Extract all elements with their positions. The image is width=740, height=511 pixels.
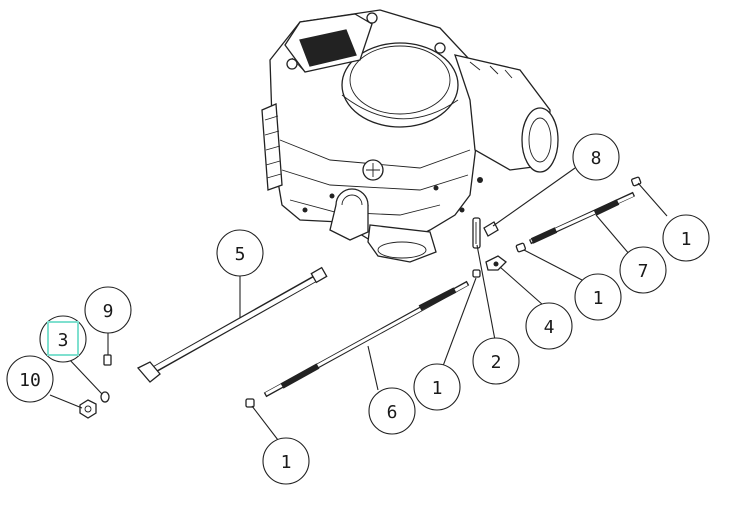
svg-text:5: 5 — [235, 244, 246, 265]
svg-text:6: 6 — [387, 402, 398, 423]
callout-2[interactable]: 2 — [472, 337, 520, 385]
svg-text:2: 2 — [491, 352, 502, 373]
svg-text:1: 1 — [281, 452, 292, 473]
part-7-rod — [528, 191, 636, 245]
part-2-pin — [472, 217, 481, 249]
svg-text:10: 10 — [19, 370, 41, 391]
callout-6[interactable]: 6 — [368, 387, 416, 435]
svg-text:8: 8 — [591, 148, 602, 169]
callout-1-top-right[interactable]: 1 — [662, 214, 710, 262]
svg-text:3: 3 — [58, 330, 69, 351]
part-3-washer — [100, 391, 110, 403]
part-5-rod — [136, 266, 328, 383]
selection-highlight — [47, 321, 79, 356]
part-4-link — [485, 255, 507, 271]
callout-8[interactable]: 8 — [572, 133, 620, 181]
callout-4[interactable]: 4 — [525, 302, 573, 350]
svg-text:1: 1 — [432, 378, 443, 399]
callout-3[interactable]: 3 — [39, 315, 87, 363]
callout-5[interactable]: 5 — [216, 229, 264, 277]
callout-1-mid-right[interactable]: 1 — [574, 273, 622, 321]
part-9-screw — [103, 354, 112, 366]
part-6-rod — [263, 280, 470, 398]
callout-1-center[interactable]: 1 — [413, 363, 461, 411]
callout-7[interactable]: 7 — [619, 246, 667, 294]
svg-text:7: 7 — [638, 261, 649, 282]
callout-1-bottom[interactable]: 1 — [262, 437, 310, 485]
svg-text:1: 1 — [681, 229, 692, 250]
svg-text:1: 1 — [593, 288, 604, 309]
svg-text:9: 9 — [103, 301, 114, 322]
part-1-nuts — [245, 176, 642, 408]
callout-10[interactable]: 10 — [6, 355, 54, 403]
part-10-nut — [79, 399, 97, 419]
callout-9[interactable]: 9 — [84, 286, 132, 334]
svg-text:4: 4 — [544, 317, 555, 338]
engine-assembly — [261, 9, 559, 263]
